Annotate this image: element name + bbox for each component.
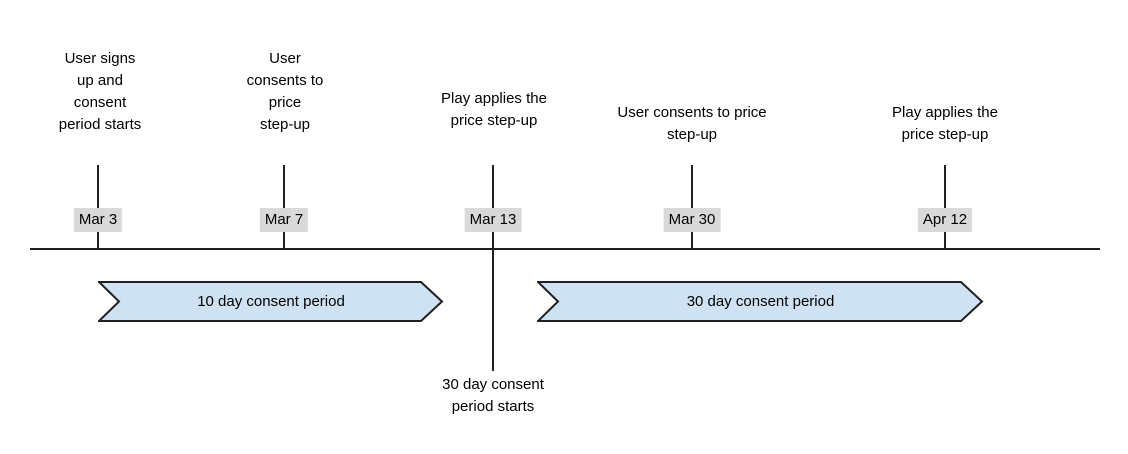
- period-banner-label: 30 day consent period: [686, 293, 835, 310]
- event-label-apply-2: Play applies the price step-up: [892, 104, 998, 143]
- event-label-signup: User signs up and consent period starts: [58, 50, 142, 133]
- note-below-label: 30 day consent period starts: [442, 376, 544, 415]
- event-label-consent-2: User consents to price step-up: [617, 104, 767, 143]
- period-banner-10-day: 10 day consent period: [98, 281, 444, 322]
- date-label-mar30: Mar 30: [663, 208, 721, 232]
- event-label-apply-1: Play applies the price step-up: [441, 90, 547, 129]
- date-label-mar13: Mar 13: [464, 208, 522, 232]
- event-tick-apr12: [944, 165, 946, 249]
- period-banner-30-day: 30 day consent period: [537, 281, 984, 322]
- period-banner-label: 10 day consent period: [197, 293, 345, 310]
- chevron-ribbon-shape: [537, 281, 984, 322]
- note-connector-line: [492, 249, 494, 371]
- event-tick-mar3: [97, 165, 99, 249]
- event-tick-mar30: [691, 165, 693, 249]
- date-label-apr12: Apr 12: [917, 208, 973, 232]
- event-label-consent-1: User consents to price step-up: [246, 50, 324, 133]
- timeline-axis: [30, 248, 1100, 250]
- event-tick-mar13: [492, 165, 494, 249]
- chevron-ribbon-shape: [98, 281, 444, 322]
- event-tick-mar7: [283, 165, 285, 249]
- date-label-mar3: Mar 3: [73, 208, 123, 232]
- date-label-mar7: Mar 7: [259, 208, 309, 232]
